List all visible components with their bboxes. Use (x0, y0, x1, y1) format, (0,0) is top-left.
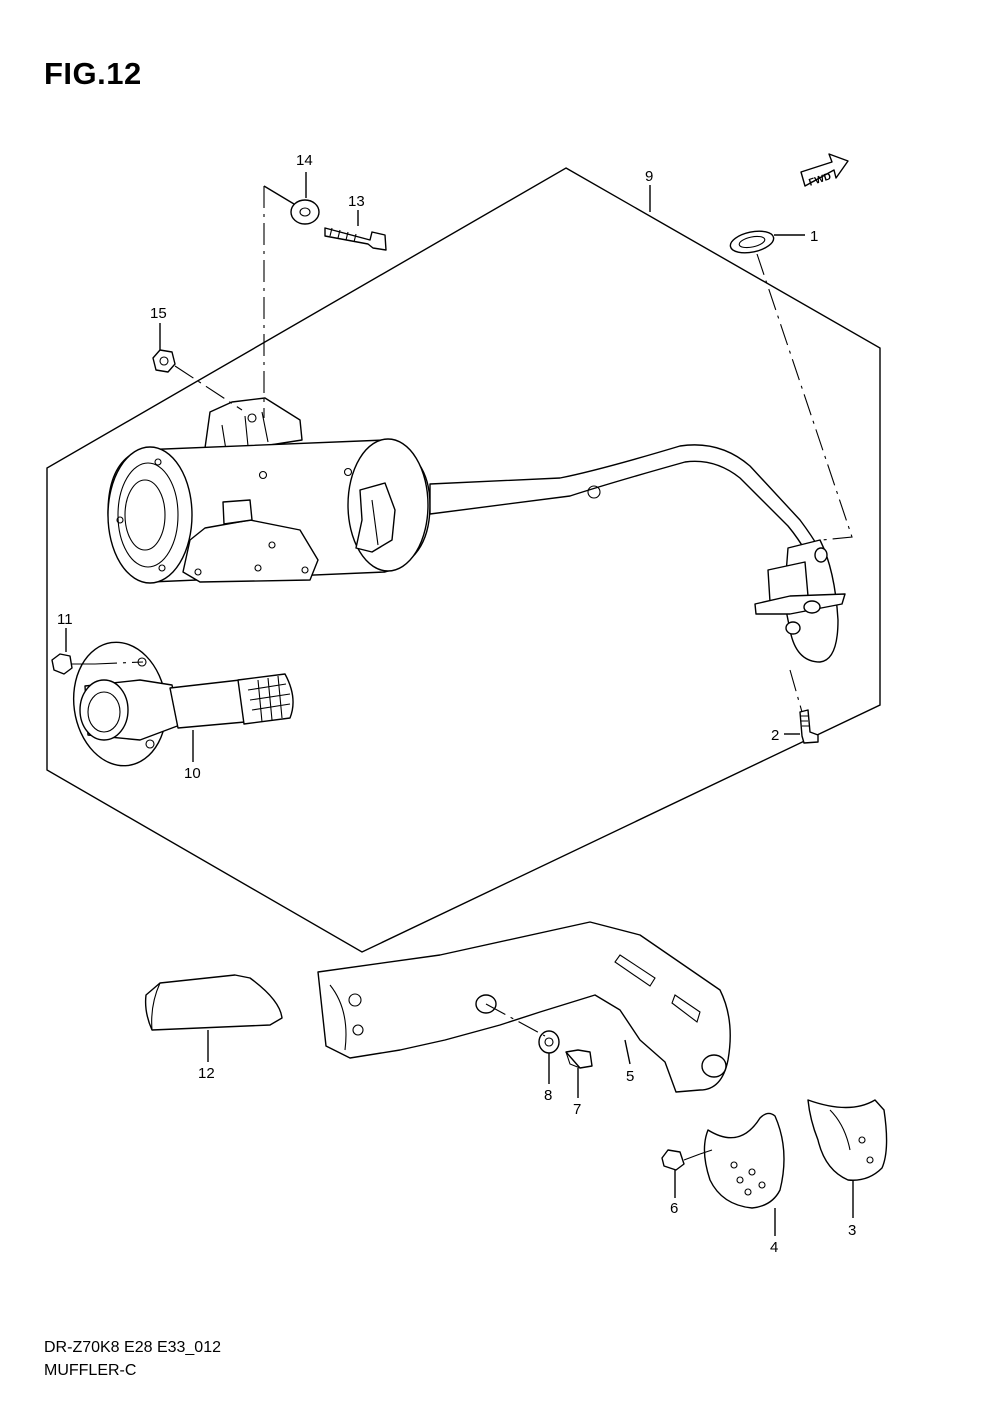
bolt-6 (661, 1149, 701, 1171)
washer-8 (538, 1030, 560, 1054)
callout-1: 1 (810, 228, 818, 245)
callout-labels: 1 2 3 4 5 6 7 8 9 10 11 12 13 14 15 (57, 152, 856, 1256)
exhaust-guard-4 (703, 1112, 785, 1209)
callout-12: 12 (198, 1065, 215, 1082)
bolt-13 (324, 227, 387, 251)
figure-title: FIG.12 (44, 56, 142, 91)
callout-6: 6 (670, 1200, 678, 1217)
diagram-code: DR-Z70K8 E28 E33_012 (44, 1339, 221, 1356)
leader-lines (65, 172, 854, 1236)
callout-4: 4 (770, 1239, 778, 1256)
callout-8: 8 (544, 1087, 552, 1104)
callout-9: 9 (645, 168, 653, 185)
callout-5: 5 (626, 1068, 634, 1085)
washer-14 (290, 199, 320, 225)
screw-11 (51, 653, 95, 675)
muffler-body (107, 397, 846, 663)
callout-3: 3 (848, 1222, 856, 1239)
heat-shield (317, 921, 731, 1093)
callout-11: 11 (57, 611, 73, 628)
callout-10: 10 (184, 765, 201, 782)
callout-15: 15 (150, 305, 167, 322)
screw-7 (565, 1049, 593, 1069)
callout-13: 13 (348, 193, 365, 210)
assembly-outline (46, 167, 881, 953)
callout-14: 14 (296, 152, 313, 169)
callout-7: 7 (573, 1101, 581, 1118)
exhaust-guard-3 (807, 1099, 888, 1181)
fwd-arrow-icon: FWD (800, 153, 849, 189)
nut-15 (152, 349, 176, 373)
tailpipe (72, 641, 294, 767)
end-cap (144, 974, 283, 1031)
bolt-2 (799, 709, 819, 744)
callout-2: 2 (771, 727, 779, 744)
diagram-name: MUFFLER-C (44, 1362, 137, 1379)
gasket (729, 230, 775, 254)
